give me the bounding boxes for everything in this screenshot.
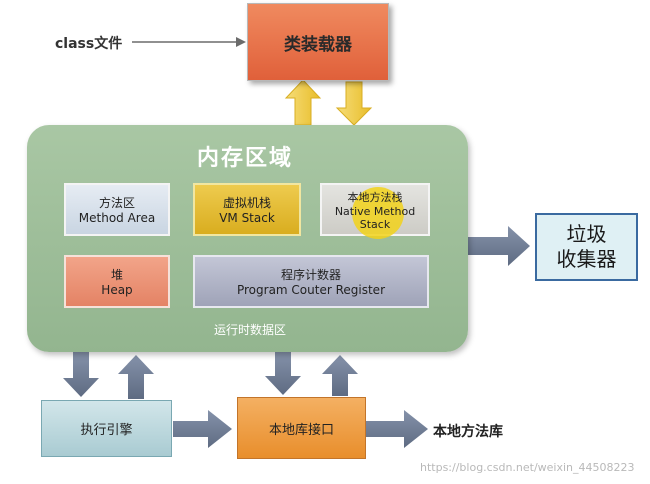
execution-engine-box: 执行引擎 xyxy=(41,400,172,457)
native-up-arrow xyxy=(322,355,358,396)
native-stack-box: 本地方法栈 Native Method Stack xyxy=(320,183,430,239)
loader-up-arrow xyxy=(284,79,322,126)
method-area-box: 方法区 Method Area xyxy=(64,183,170,236)
pc-register-en: Program Couter Register xyxy=(236,283,385,297)
pc-register-box: 程序计数器 Program Couter Register xyxy=(193,255,429,308)
watermark: https://blog.csdn.net/weixin_44508223 xyxy=(420,461,635,474)
gc-line-2: 收集器 xyxy=(556,247,617,271)
native-down-arrow xyxy=(265,352,301,395)
method-area-en: Method Area xyxy=(78,211,156,225)
native-stack-en-2: Stack xyxy=(359,217,391,231)
native-stack-cn: 本地方法栈 xyxy=(347,190,403,204)
exec-down-arrow xyxy=(63,352,99,397)
heap-en: Heap xyxy=(101,283,133,297)
memory-region-title: 内存区域 xyxy=(196,146,293,171)
heap-box: 堆 Heap xyxy=(64,255,170,308)
cursor-highlight xyxy=(352,187,404,239)
gc-line-1: 垃圾 xyxy=(566,222,607,246)
interface-to-lib-arrow xyxy=(366,410,428,448)
vm-stack-cn: 虚拟机栈 xyxy=(222,196,271,210)
native-library-label: 本地方法库 xyxy=(433,424,503,440)
native-interface-box: 本地库接口 xyxy=(237,397,366,459)
pc-register-cn: 程序计数器 xyxy=(280,268,341,282)
loader-down-arrow xyxy=(335,81,373,126)
exec-up-arrow xyxy=(118,355,154,399)
execution-engine-label: 执行引擎 xyxy=(80,423,133,438)
method-area-cn: 方法区 xyxy=(98,196,135,210)
vm-stack-en: VM Stack xyxy=(219,211,275,225)
native-stack-en-1: Native Method xyxy=(334,204,416,218)
native-interface-label: 本地库接口 xyxy=(268,422,334,438)
garbage-collector-box: 垃圾 收集器 xyxy=(535,213,638,281)
engine-to-interface-arrow xyxy=(173,410,232,448)
class-loader-label: 类装载器 xyxy=(284,34,352,55)
class-loader-box: 类装载器 xyxy=(247,3,389,81)
heap-cn: 堆 xyxy=(110,268,123,282)
vm-stack-box: 虚拟机栈 VM Stack xyxy=(193,183,301,236)
class-file-label: class文件 xyxy=(55,36,123,52)
class-file-arrow xyxy=(132,37,246,47)
memory-region xyxy=(27,125,468,352)
runtime-data-area-label: 运行时数据区 xyxy=(213,323,286,337)
gc-arrow xyxy=(468,226,530,266)
